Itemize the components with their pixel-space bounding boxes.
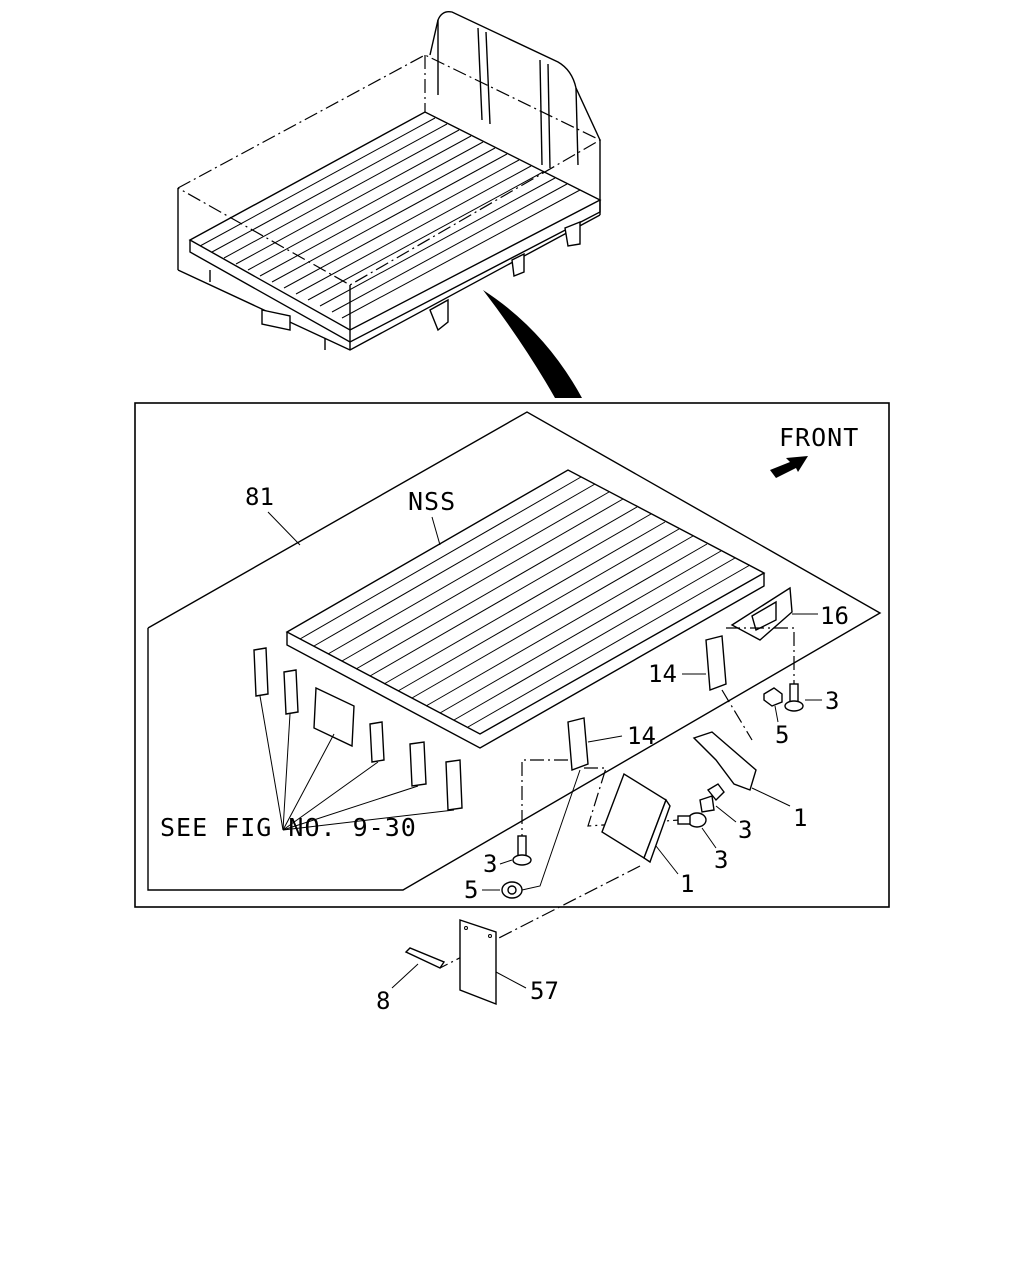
callout-1-center: 1 [680, 870, 694, 898]
bolt-3-mid [699, 783, 725, 813]
nut-5-right [763, 687, 783, 707]
callout-5-left: 5 [464, 876, 478, 904]
bolt-3-right [784, 683, 804, 712]
callout-57: 57 [530, 977, 559, 1005]
callout-3-mid: 3 [738, 816, 752, 844]
callout-81: 81 [245, 483, 274, 511]
mud-flap-57 [459, 919, 497, 1006]
callout-16: 16 [820, 602, 849, 630]
front-label: FRONT [779, 423, 859, 452]
bolt-3-center-right [677, 812, 707, 828]
front-arrow-icon [770, 456, 808, 478]
callout-14-center: 14 [627, 722, 656, 750]
see-fig-label: SEE FIG NO. 9-30 [160, 813, 417, 842]
callout-3-left: 3 [483, 850, 497, 878]
callout-1-right: 1 [793, 804, 807, 832]
callout-5-right: 5 [775, 721, 789, 749]
bolt-3-left [512, 835, 532, 866]
small-brackets-group [253, 647, 463, 831]
curved-pointer-arrow [483, 290, 582, 398]
bracket-1-right [692, 731, 757, 791]
bracket-14-right [705, 635, 727, 691]
callout-8: 8 [376, 987, 390, 1015]
bracket-16 [730, 586, 793, 641]
bracket-14-center [567, 717, 589, 771]
callout-3-right: 3 [825, 687, 839, 715]
truck-bed-overview [177, 10, 602, 351]
callout-14-right: 14 [648, 660, 677, 688]
nss-label: NSS [408, 487, 456, 516]
floor-panel [285, 469, 766, 749]
detail-frame [134, 402, 890, 908]
bracket-1-center [601, 772, 671, 864]
flap-strip-8 [404, 947, 446, 969]
assembly-outline [147, 411, 882, 891]
nut-5-left [501, 881, 523, 899]
callout-3-center-right: 3 [714, 846, 728, 874]
